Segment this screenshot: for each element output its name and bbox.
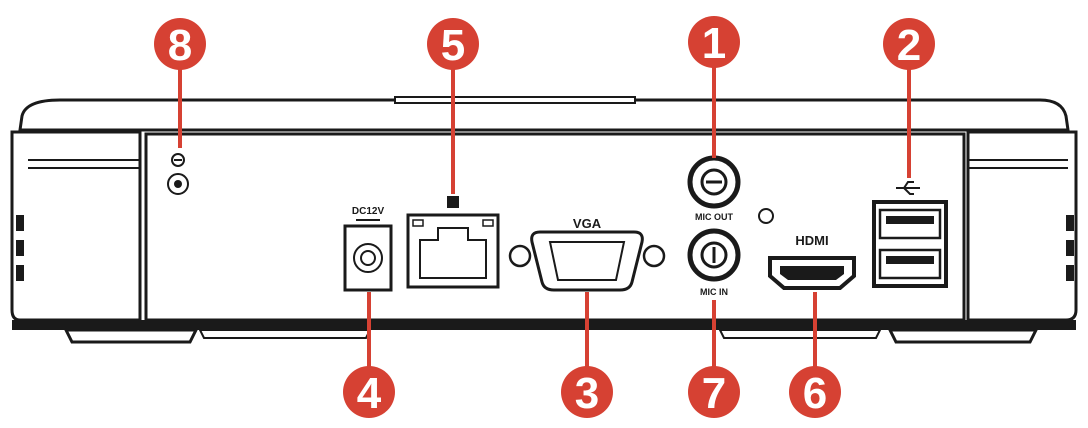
audio-in-port: MIC IN <box>687 228 741 297</box>
usb-port-bottom-tongue <box>886 256 934 264</box>
network-port <box>406 196 500 289</box>
callout-8-number: 8 <box>168 21 192 70</box>
callout-8-badge <box>154 18 206 70</box>
vga-screw-right <box>642 244 666 268</box>
callout-3-number: 3 <box>575 369 599 418</box>
vga-screw-left <box>508 244 532 268</box>
callout-1-badge <box>688 16 740 68</box>
hdmi-label: HDMI <box>795 233 828 248</box>
usb-icon <box>896 181 920 195</box>
callouts: 8 5 1 2 4 3 7 6 <box>154 16 935 418</box>
hdmi-socket <box>780 266 844 280</box>
rj45-socket <box>419 227 487 279</box>
right-foot <box>887 328 1039 344</box>
rj45-led-left <box>412 219 424 227</box>
callout-1-number: 1 <box>702 19 726 68</box>
audio-out-port: MIC OUT <box>687 155 774 224</box>
callout-2-badge <box>883 18 935 70</box>
power-jack <box>343 224 393 292</box>
callout-4-number: 4 <box>357 369 382 418</box>
center-left-foot <box>198 329 372 339</box>
right-vent <box>1066 265 1074 281</box>
callout-7-badge <box>688 366 740 418</box>
vga-port: VGA <box>508 216 666 292</box>
hdmi-port: HDMI <box>768 233 856 290</box>
left-foot <box>63 328 199 344</box>
network-icon <box>447 196 459 208</box>
callout-7-number: 7 <box>702 369 726 418</box>
left-vent <box>16 215 24 231</box>
callout-5-number: 5 <box>441 21 465 70</box>
top-lid <box>18 98 1070 132</box>
usb-ports <box>872 181 948 288</box>
right-vent <box>1066 215 1074 231</box>
callout-3-badge <box>561 366 613 418</box>
usb-port-top-tongue <box>886 216 934 224</box>
ground-terminal <box>167 153 189 195</box>
audio-in-label: MIC IN <box>700 287 728 297</box>
callout-2-number: 2 <box>897 21 921 70</box>
power-label: DC12V <box>352 206 385 217</box>
callout-5-badge <box>427 18 479 70</box>
top-ridge <box>394 96 636 104</box>
left-vent <box>16 240 24 256</box>
callout-4-badge <box>343 366 395 418</box>
audio-out-indicator <box>758 208 774 224</box>
right-vent <box>1066 240 1074 256</box>
vga-socket <box>548 241 626 281</box>
power-jack-pin <box>360 250 376 266</box>
callout-6-number: 6 <box>803 369 827 418</box>
callout-6-badge <box>789 366 841 418</box>
audio-out-label: MIC OUT <box>695 212 733 222</box>
center-right-foot <box>718 329 882 339</box>
bottom-rail <box>12 320 1076 330</box>
vga-label: VGA <box>573 216 602 231</box>
back-panel <box>144 132 966 322</box>
rj45-led-right <box>482 219 494 227</box>
power-port: DC12V <box>343 206 393 292</box>
ground-screw-center <box>174 180 182 188</box>
left-vent <box>16 265 24 281</box>
